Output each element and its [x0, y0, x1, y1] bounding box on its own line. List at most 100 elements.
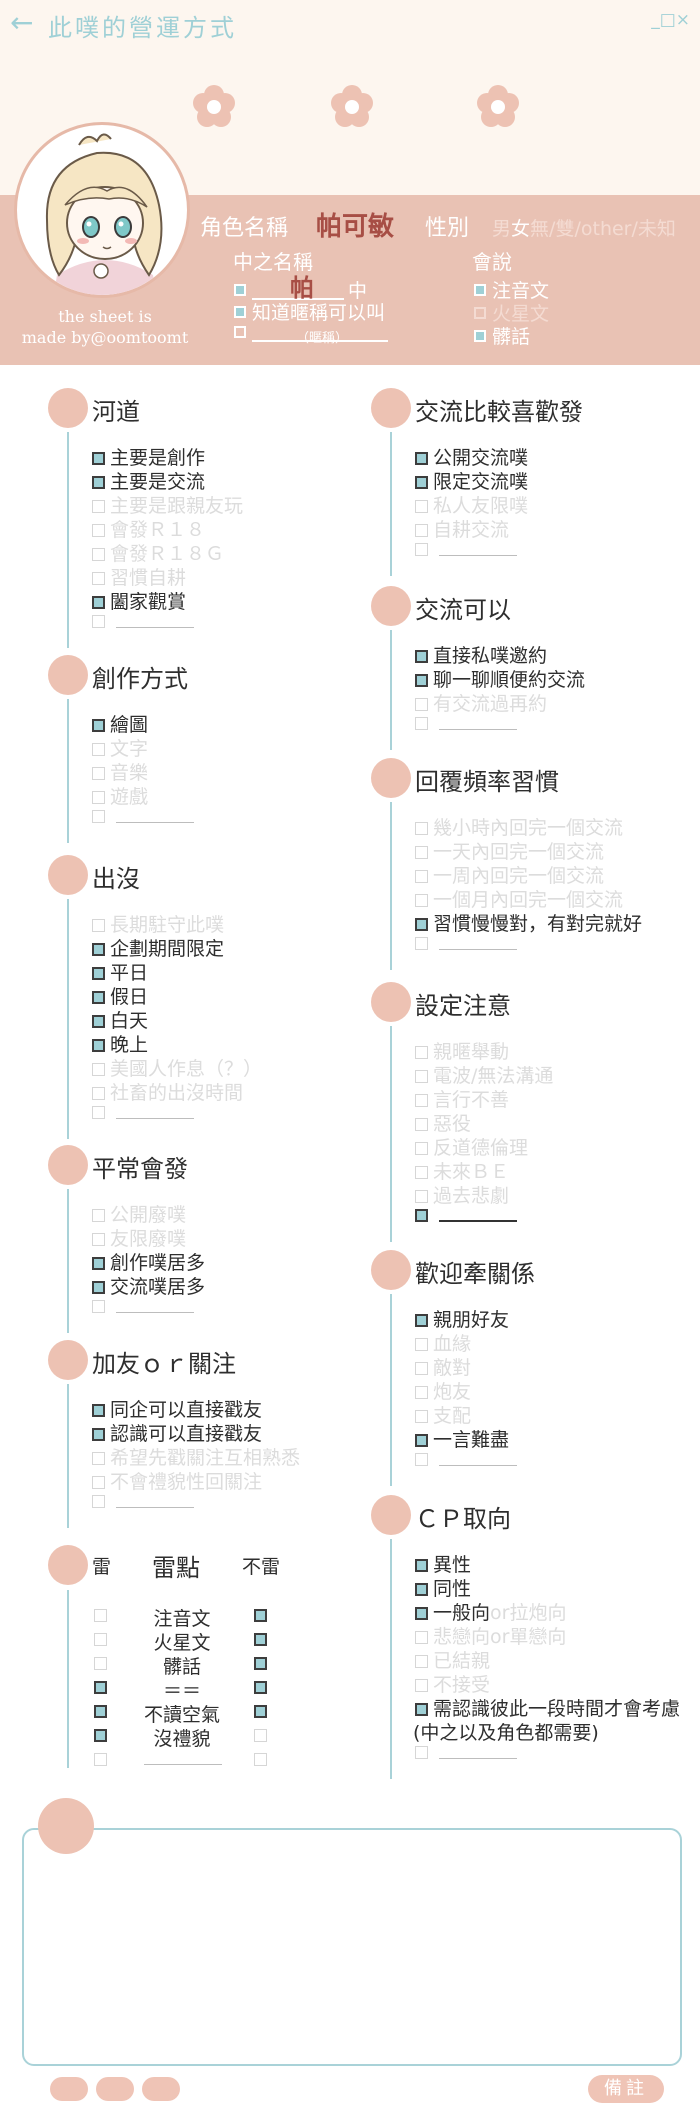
- checkbox-icon[interactable]: [92, 1038, 105, 1052]
- not-mine-checkbox-icon[interactable]: [254, 1657, 267, 1670]
- checkbox-icon[interactable]: [92, 990, 105, 1004]
- option-row[interactable]: [415, 936, 517, 950]
- option-row[interactable]: 不會禮貌性回關注: [92, 1470, 262, 1494]
- not-mine-checkbox-icon[interactable]: [254, 1609, 267, 1622]
- sex-option[interactable]: 無: [530, 218, 550, 240]
- checkbox-icon[interactable]: [92, 1208, 105, 1222]
- option-row[interactable]: 美國人作息（？）: [92, 1057, 262, 1081]
- option-row[interactable]: 有交流過再約: [415, 692, 547, 716]
- blank-line[interactable]: [116, 1105, 194, 1119]
- mine-checkbox-icon[interactable]: [94, 1609, 107, 1622]
- checkbox-icon[interactable]: [415, 499, 428, 513]
- checkbox-icon[interactable]: [474, 283, 486, 296]
- checkbox-icon[interactable]: [415, 1141, 428, 1155]
- option-row[interactable]: 親暱舉動: [415, 1040, 509, 1064]
- blank-line[interactable]: [116, 809, 194, 823]
- checkbox-icon[interactable]: [92, 1299, 105, 1313]
- option-row[interactable]: 白天: [92, 1009, 148, 1033]
- role-name-value[interactable]: 帕可敏: [316, 212, 395, 242]
- option-row[interactable]: 反道德倫理: [415, 1136, 528, 1160]
- sex-option[interactable]: 雙: [555, 218, 575, 240]
- option-row[interactable]: 幾小時內回完一個交流: [415, 816, 623, 840]
- mine-checkbox-icon[interactable]: [94, 1729, 107, 1742]
- option-row[interactable]: 習慣慢慢對，有對完就好: [415, 912, 642, 936]
- option-row[interactable]: [92, 1494, 194, 1508]
- option-row[interactable]: 友限廢噗: [92, 1227, 186, 1251]
- checkbox-icon[interactable]: [415, 869, 428, 883]
- checkbox-icon[interactable]: [92, 1232, 105, 1246]
- option-row[interactable]: 言行不善: [415, 1088, 509, 1112]
- checkbox-icon[interactable]: [415, 1361, 428, 1375]
- option-row[interactable]: [415, 542, 517, 556]
- checkbox-icon[interactable]: [415, 1337, 428, 1351]
- mine-checkbox-icon[interactable]: [94, 1657, 107, 1670]
- option-row[interactable]: 限定交流噗: [415, 470, 528, 494]
- footer-tab-1[interactable]: [50, 2077, 88, 2101]
- option-row[interactable]: 社畜的出沒時間: [92, 1081, 243, 1105]
- option-row[interactable]: 異性: [415, 1553, 471, 1577]
- not-mine-checkbox-icon[interactable]: [254, 1681, 267, 1694]
- option-row[interactable]: 晚上: [92, 1033, 148, 1057]
- checkbox-icon[interactable]: [92, 1256, 105, 1270]
- mine-checkbox-icon[interactable]: [94, 1705, 107, 1718]
- option-row[interactable]: 主要是創作: [92, 446, 205, 470]
- sex-option[interactable]: 男: [492, 218, 512, 240]
- checkbox-icon[interactable]: [415, 523, 428, 537]
- checkbox-icon[interactable]: [415, 845, 428, 859]
- checkbox-icon[interactable]: [92, 523, 105, 537]
- sex-option[interactable]: /: [631, 218, 638, 240]
- checkbox-icon[interactable]: [415, 1606, 428, 1620]
- option-row[interactable]: 不接受: [415, 1673, 490, 1697]
- option-row[interactable]: 會發Ｒ１８: [92, 518, 205, 542]
- checkbox-icon[interactable]: [92, 1086, 105, 1100]
- option-row[interactable]: [415, 1452, 517, 1466]
- option-row[interactable]: 私人友限噗: [415, 494, 528, 518]
- option-row[interactable]: 敵對: [415, 1356, 471, 1380]
- mine-checkbox-icon[interactable]: [94, 1633, 107, 1646]
- option-row[interactable]: 同企可以直接戳友: [92, 1398, 262, 1422]
- option-row[interactable]: 認識可以直接戳友: [92, 1422, 262, 1446]
- option-row[interactable]: 親朋好友: [415, 1308, 509, 1332]
- checkbox-icon[interactable]: [92, 1280, 105, 1294]
- checkbox-icon[interactable]: [92, 475, 105, 489]
- option-row[interactable]: 文字: [92, 737, 148, 761]
- blank-line[interactable]: [439, 1452, 517, 1466]
- checkbox-icon[interactable]: [415, 1045, 428, 1059]
- option-row[interactable]: [92, 809, 194, 823]
- checkbox-icon[interactable]: [474, 329, 486, 342]
- checkbox-icon[interactable]: [415, 1654, 428, 1668]
- option-row[interactable]: 習慣自耕: [92, 566, 186, 590]
- checkbox-icon[interactable]: [92, 547, 105, 561]
- checkbox-icon[interactable]: [415, 1452, 428, 1466]
- checkbox-icon[interactable]: [92, 766, 105, 780]
- checkbox-icon[interactable]: [234, 305, 246, 318]
- remark-button[interactable]: 備註: [588, 2075, 664, 2103]
- checkbox-icon[interactable]: [415, 451, 428, 465]
- checkbox-icon[interactable]: [415, 1558, 428, 1572]
- checkbox-icon[interactable]: [92, 918, 105, 932]
- checkbox-icon[interactable]: [474, 306, 486, 319]
- option-row[interactable]: 同性: [415, 1577, 471, 1601]
- checkbox-icon[interactable]: [415, 821, 428, 835]
- checkbox-icon[interactable]: [415, 1582, 428, 1596]
- blank-line[interactable]: [116, 614, 194, 628]
- checkbox-icon[interactable]: [92, 614, 105, 628]
- option-row[interactable]: 電波/無法溝通: [415, 1064, 553, 1088]
- blank-line[interactable]: [439, 542, 517, 556]
- checkbox-icon[interactable]: [92, 1062, 105, 1076]
- checkbox-icon[interactable]: [415, 475, 428, 489]
- not-mine-checkbox-icon[interactable]: [254, 1729, 267, 1742]
- checkbox-icon[interactable]: [415, 1069, 428, 1083]
- option-row[interactable]: 平日: [92, 961, 148, 985]
- option-row[interactable]: 一周內回完一個交流: [415, 864, 604, 888]
- back-arrow-icon[interactable]: ←: [10, 6, 34, 39]
- checkbox-icon[interactable]: [92, 1475, 105, 1489]
- checkbox-icon[interactable]: [92, 595, 105, 609]
- checkbox-icon[interactable]: [234, 283, 246, 296]
- window-controls-icon[interactable]: _□×: [651, 10, 690, 30]
- checkbox-icon[interactable]: [92, 1105, 105, 1119]
- checkbox-icon[interactable]: [415, 917, 428, 931]
- option-row[interactable]: 主要是交流: [92, 470, 205, 494]
- speak-option-3[interactable]: 髒話: [474, 322, 530, 349]
